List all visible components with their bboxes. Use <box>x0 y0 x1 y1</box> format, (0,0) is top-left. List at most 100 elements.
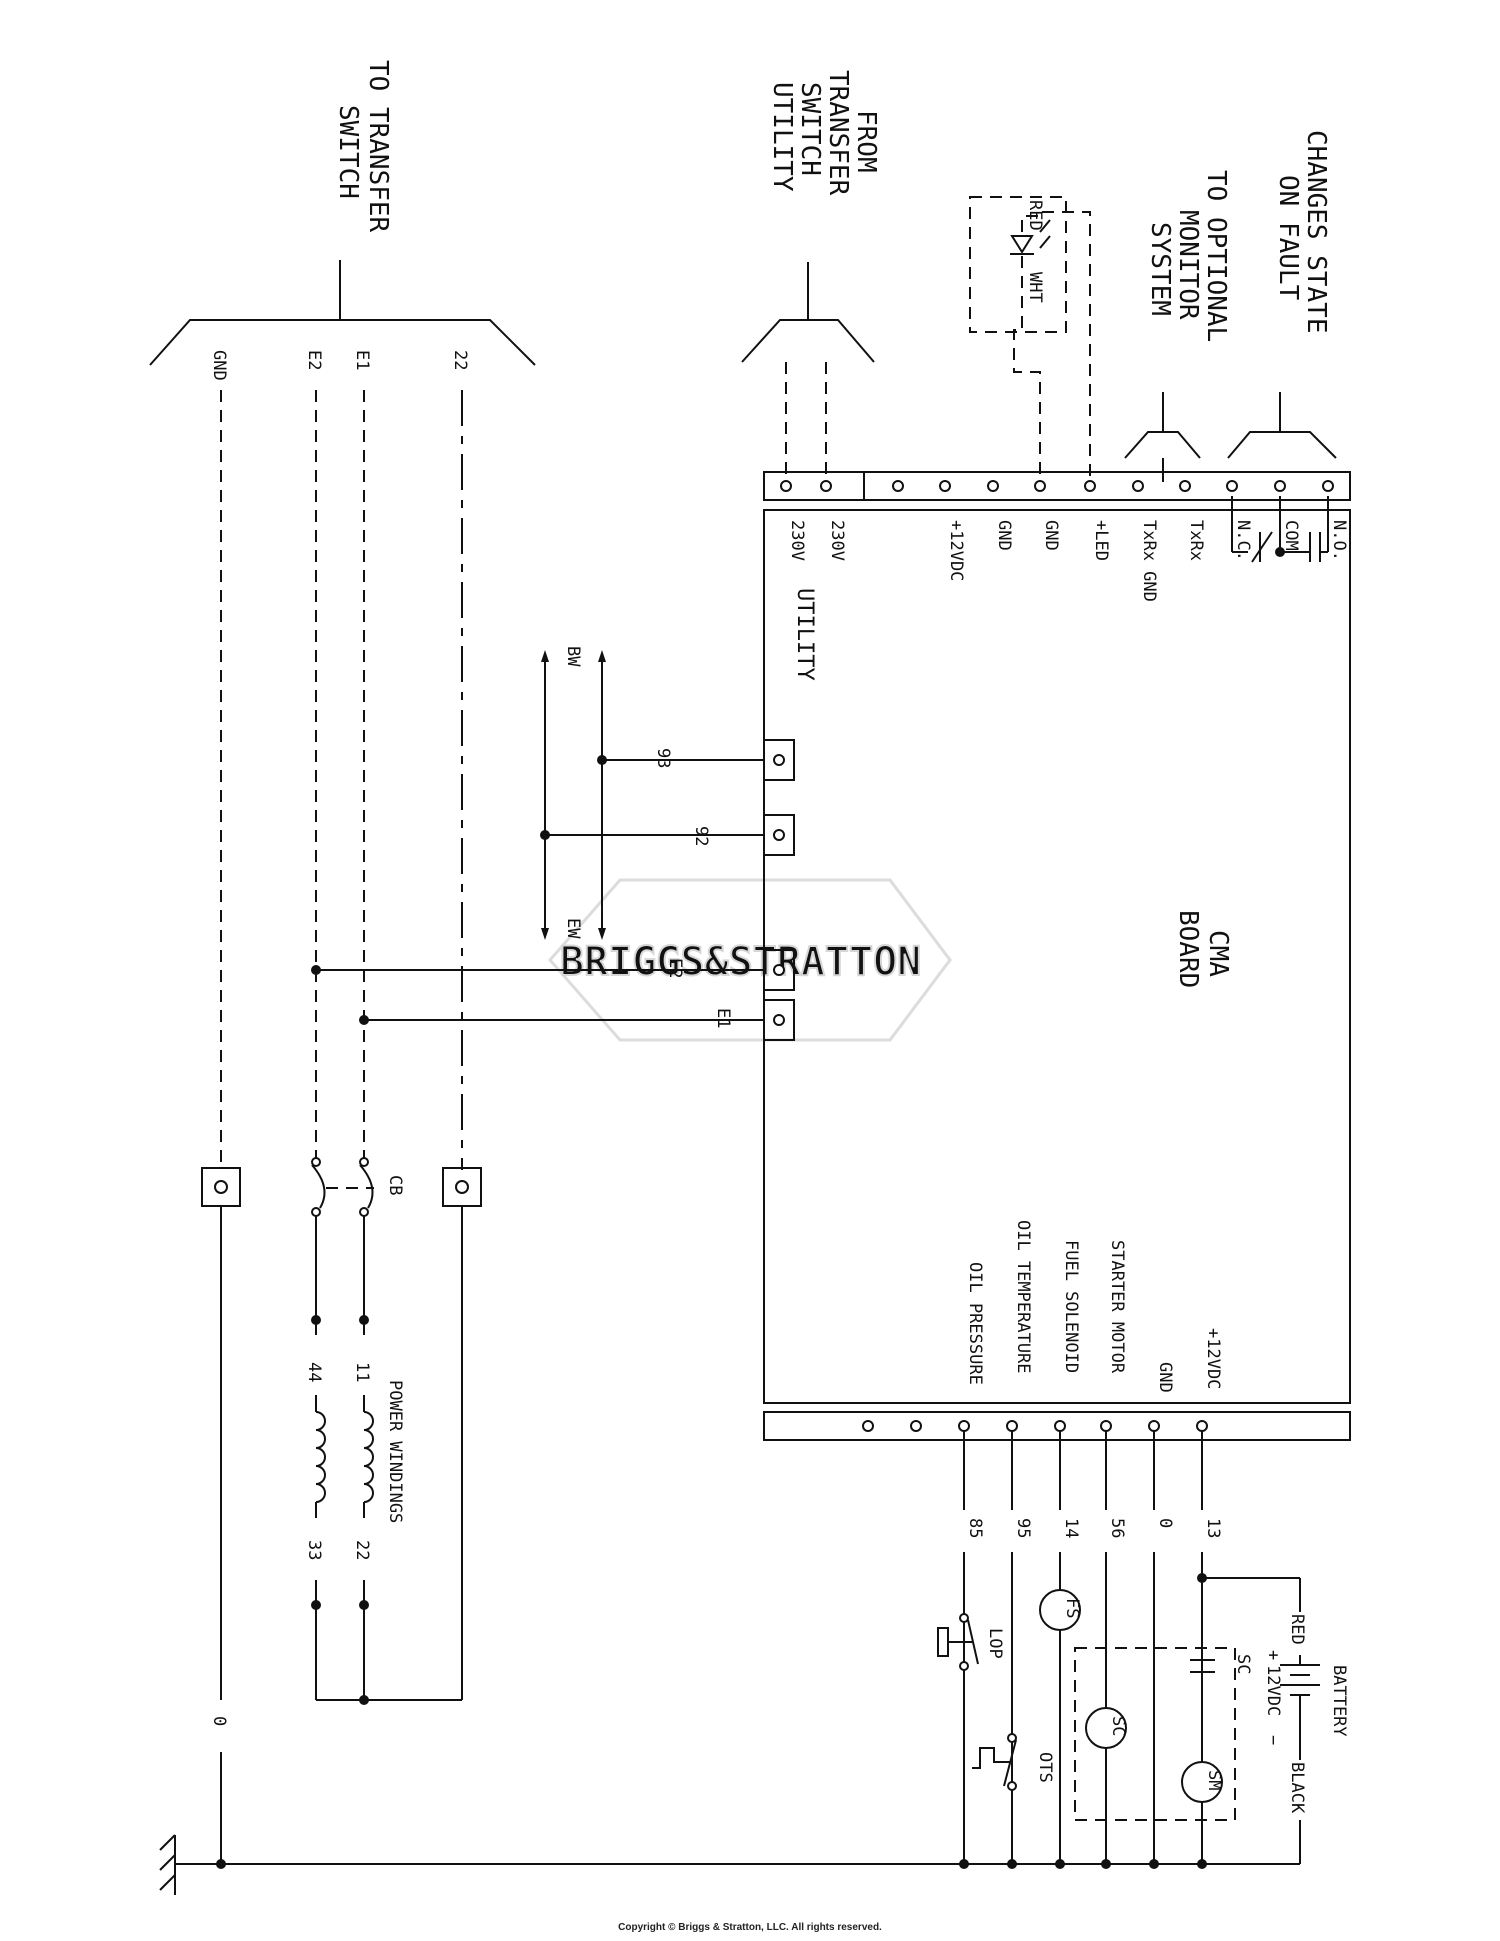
winding-44-label: 44 <box>304 1362 324 1382</box>
battery-black-label: BLACK <box>1287 1762 1307 1814</box>
bottom-terminal-4 <box>1054 1420 1066 1432</box>
header-changes-state: CHANGES STATE ON FAULT <box>1227 130 1337 459</box>
bottom-wire-label-1: 0 <box>1155 1518 1175 1528</box>
header-from-3: SWITCH <box>795 82 825 176</box>
circuit-breaker: CB <box>311 1157 405 1330</box>
top-terminal-3 <box>939 480 951 492</box>
header-monitor-2: MONITOR <box>1173 210 1203 320</box>
top-terminal-1 <box>820 480 832 492</box>
battery-label: BATTERY <box>1329 1665 1349 1737</box>
header-monitor-3: SYSTEM <box>1145 222 1175 316</box>
battery-plus-label: + <box>1263 1650 1283 1660</box>
header-changes-1: CHANGES STATE <box>1301 130 1331 334</box>
top-terminal-4 <box>987 480 999 492</box>
top-terminal-label-8: N.C. <box>1233 520 1253 561</box>
bottom-terminal-3 <box>1006 1420 1018 1432</box>
top-terminal-label-4: GND <box>1041 520 1061 551</box>
header-changes-2: ON FAULT <box>1273 175 1303 301</box>
top-terminal-5 <box>1034 480 1046 492</box>
winding-11-label: 11 <box>352 1362 372 1382</box>
header-from-2: TRANSFER <box>823 70 853 196</box>
header-to-transfer-2: SWITCH <box>333 105 363 199</box>
battery-voltage-label: 12VDC <box>1263 1665 1283 1716</box>
board-title-1: CMA <box>1203 930 1233 977</box>
ground-line: 0 <box>159 1206 1301 1895</box>
board-utility-label: UTILITY <box>792 588 817 681</box>
battery: RED BATTERY 12VDC + − BLACK <box>1197 1573 1349 1840</box>
ots-label: OTS <box>1035 1752 1055 1783</box>
header-from-transfer-switch: FROM TRANSFER SWITCH UTILITY <box>741 70 881 363</box>
bw-ew-arrows: BW EW <box>541 646 606 940</box>
top-terminal-label-5: +LED <box>1091 520 1111 561</box>
bottom-terminal-label-4: OIL TEMPERATURE <box>1013 1220 1033 1374</box>
wire-e1-label: E1 <box>352 350 372 370</box>
top-terminal-8 <box>1179 480 1191 492</box>
bottom-strip-outline <box>763 1411 1351 1441</box>
bottom-terminal-7 <box>1196 1420 1208 1432</box>
wire-e2-label: E2 <box>304 350 324 370</box>
lop-label: LOP <box>985 1628 1005 1659</box>
bottom-terminal-label-0: +12VDC <box>1203 1328 1223 1389</box>
fuel-solenoid-icon <box>1039 1589 1081 1631</box>
battery-red-label: RED <box>1287 1614 1307 1645</box>
bw-label: BW <box>563 646 583 667</box>
bottom-wire-label-3: 14 <box>1061 1518 1081 1538</box>
copyright-text: Copyright © Briggs & Stratton, LLC. All … <box>618 1922 882 1933</box>
bottom-wire-label-5: 85 <box>965 1518 985 1538</box>
chassis-ground-icon <box>159 1834 221 1895</box>
wire-gnd-label: GND <box>209 350 229 381</box>
fuel-solenoid: FS <box>1039 1589 1082 1631</box>
wire-e2-board: E2 <box>665 958 685 978</box>
top-terminal-label-3: GND <box>994 520 1014 551</box>
fs-label: FS <box>1062 1598 1082 1618</box>
bottom-terminal-5 <box>1100 1420 1112 1432</box>
top-strip-outline <box>763 471 1351 501</box>
header-to-transfer-1: TO TRANSFER <box>363 60 393 233</box>
top-terminal-label-10: N.O. <box>1329 520 1349 561</box>
top-terminal-label-7: TxRx <box>1186 520 1206 561</box>
fault-relay-contacts <box>1231 496 1329 563</box>
wire-92: 92 <box>691 826 711 846</box>
bottom-terminal-6 <box>1148 1420 1160 1432</box>
starter-motor-icon <box>1181 1761 1223 1803</box>
top-terminal-6 <box>1084 480 1096 492</box>
sm-label: SM <box>1204 1770 1224 1790</box>
board-side-terminals: 93 92 E2 E1 <box>311 739 795 1041</box>
watermark-text: BRIGGS&STRATTON <box>560 939 921 985</box>
bottom-terminal-0 <box>862 1420 874 1432</box>
oil-temp-switch: OTS <box>972 1733 1055 1791</box>
ground-wire-0-label: 0 <box>209 1716 229 1726</box>
bottom-terminal-1 <box>910 1420 922 1432</box>
winding-22-label: 22 <box>352 1540 372 1560</box>
top-terminal-0 <box>780 480 792 492</box>
sc-label: SC <box>1108 1716 1128 1736</box>
bottom-terminal-label-1: GND <box>1155 1362 1175 1393</box>
header-optional-monitor: TO OPTIONAL MONITOR SYSTEM <box>1124 170 1231 459</box>
bottom-terminal-label-3: FUEL SOLENOID <box>1061 1240 1081 1373</box>
cb-label: CB <box>385 1175 405 1195</box>
header-monitor-1: TO OPTIONAL <box>1201 170 1231 342</box>
header-from-4: UTILITY <box>767 82 797 192</box>
led-diode-icon <box>1010 235 1034 254</box>
ew-label: EW <box>563 918 583 939</box>
winding-33-label: 33 <box>304 1540 324 1560</box>
top-terminal-label-2: +12VDC <box>946 520 966 581</box>
top-terminal-11 <box>1322 480 1334 492</box>
wire-93: 93 <box>653 748 673 768</box>
battery-minus-label: − <box>1263 1735 1283 1745</box>
oil-pressure-switch: LOP <box>937 1613 1005 1671</box>
sc-contact-label: SC <box>1233 1654 1253 1674</box>
header-from-1: FROM <box>851 110 881 173</box>
top-terminal-label-0: 230V <box>787 520 807 561</box>
wire-e1-board: E1 <box>713 1008 733 1028</box>
header-to-transfer-switch: TO TRANSFER SWITCH <box>149 60 536 366</box>
watermark: BRIGGS&STRATTON <box>548 878 952 1042</box>
bottom-wire-label-2: 56 <box>1107 1518 1127 1538</box>
led-indicator: RED WHT <box>969 196 1091 482</box>
top-terminal-2 <box>892 480 904 492</box>
starter-circuit-box: SC SM SC <box>1074 1647 1253 1821</box>
led-wht-label: WHT <box>1025 272 1045 303</box>
